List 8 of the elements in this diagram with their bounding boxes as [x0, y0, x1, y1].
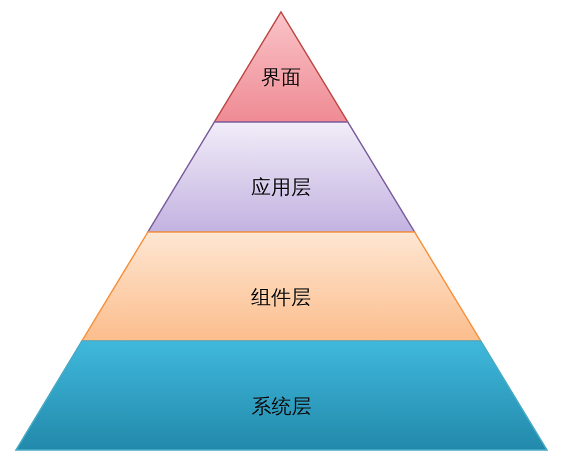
pyramid-layer: [81, 232, 481, 341]
layer-label: 组件层: [250, 284, 312, 310]
layer-label: 应用层: [250, 174, 312, 201]
pyramid-layer: [147, 122, 415, 232]
pyramid-layer: [214, 12, 348, 122]
layer-label: 系统层: [250, 392, 312, 420]
layer-label: 界面: [260, 64, 302, 91]
pyramid-layer: [16, 341, 547, 450]
